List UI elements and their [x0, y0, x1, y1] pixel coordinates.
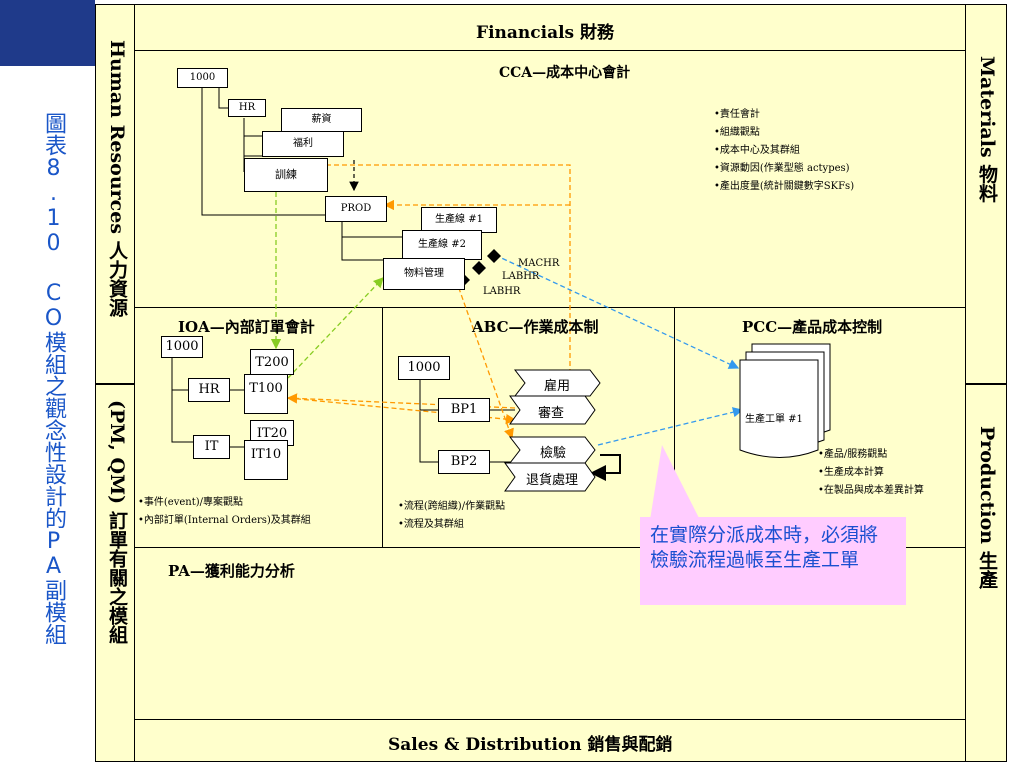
- ioa-bullets: •事件(event)/專案觀點 •內部訂單(Internal Orders)及其…: [138, 494, 311, 530]
- cca-bullets: •責任會計 •組織觀點 •成本中心及其群組 •資源動因(作業型態 actypes…: [714, 106, 854, 196]
- list-item: •產品/服務觀點: [818, 449, 888, 460]
- ioa-root-1000: 1000: [161, 336, 203, 358]
- abc-bp2-box: BP2: [438, 450, 490, 474]
- list-item: •產出度量(統計關鍵數字SKFs): [714, 181, 855, 192]
- left-band-top: [95, 4, 135, 384]
- ioa-it10-box: IT10: [244, 440, 288, 480]
- abc-root-1000: 1000: [398, 356, 450, 380]
- cca-training-box: 訓練: [244, 158, 328, 192]
- cca-prod-box: PROD: [325, 196, 387, 222]
- cca-salary-box: 薪資: [281, 108, 362, 132]
- materials-label: Materials 物料: [976, 56, 998, 203]
- abc-review-label: 審查: [538, 406, 565, 421]
- ioa-it-box: IT: [193, 435, 230, 459]
- pcc-bullets: •產品/服務觀點 •生產成本計算 •在製品與成本差異計算: [818, 446, 924, 500]
- abc-returns-label: 退貨處理: [526, 473, 579, 488]
- divider-h2: [134, 547, 966, 548]
- divider-v2: [674, 307, 675, 547]
- order-modules-label: (PM, QM) 訂單有關之模組: [106, 400, 128, 644]
- abc-title: ABC—作業成本制: [472, 318, 599, 336]
- cca-materials-mgmt-box: 物料管理: [383, 258, 465, 290]
- right-band-bottom: [965, 384, 1007, 762]
- corner-accent: [0, 0, 95, 66]
- human-resources-label: Human Resources 人力資源: [106, 40, 128, 317]
- abc-bullets: •流程(跨組織)/作業觀點 •流程及其群組: [398, 498, 505, 534]
- slide-title: 圖表8.10 CO模組之觀念性設計的PA副模組: [41, 112, 66, 645]
- ioa-title: IOA—內部訂單會計: [178, 318, 315, 336]
- cca-welfare-box: 福利: [262, 131, 344, 157]
- ioa-t200-box: T200: [250, 349, 294, 375]
- divider-h1: [134, 307, 966, 308]
- list-item: •內部訂單(Internal Orders)及其群組: [138, 515, 311, 526]
- list-item: •事件(event)/專案觀點: [138, 497, 244, 508]
- right-band-top: [965, 4, 1007, 384]
- cca-root-1000: 1000: [177, 68, 228, 88]
- callout-note: 在實際分派成本時，必須將檢驗流程過帳至生產工單: [640, 517, 906, 605]
- list-item: •責任會計: [714, 109, 760, 120]
- pa-title: PA—獲利能力分析: [168, 562, 295, 580]
- list-item: •成本中心及其群組: [714, 145, 800, 156]
- cca-hr-box: HR: [228, 99, 266, 117]
- financials-label: Financials 財務: [476, 23, 615, 43]
- labhr-label-2: LABHR: [483, 286, 521, 297]
- abc-hire-label: 雇用: [544, 379, 571, 394]
- list-item: •生產成本計算: [818, 467, 884, 478]
- abc-bp1-box: BP1: [438, 398, 490, 422]
- labhr-label-1: LABHR: [502, 271, 540, 282]
- list-item: •在製品與成本差異計算: [818, 485, 924, 496]
- pcc-work-order-label: 生產工單 #1: [745, 414, 803, 425]
- production-label: Production 生產: [976, 426, 998, 589]
- ioa-t100-box: T100: [244, 374, 288, 414]
- list-item: •資源動因(作業型態 actypes): [714, 163, 850, 174]
- left-band-bottom: [95, 384, 135, 762]
- cca-title: CCA—成本中心會計: [499, 65, 631, 81]
- list-item: •流程及其群組: [398, 519, 464, 530]
- pcc-title: PCC—產品成本控制: [742, 318, 883, 336]
- ioa-hr-box: HR: [188, 378, 230, 402]
- abc-inspect-label: 檢驗: [540, 446, 567, 461]
- list-item: •組織觀點: [714, 127, 760, 138]
- list-item: •流程(跨組織)/作業觀點: [398, 501, 506, 512]
- sales-label: Sales & Distribution 銷售與配銷: [388, 735, 673, 755]
- machr-label: MACHR: [518, 258, 560, 269]
- divider-v1: [382, 307, 383, 547]
